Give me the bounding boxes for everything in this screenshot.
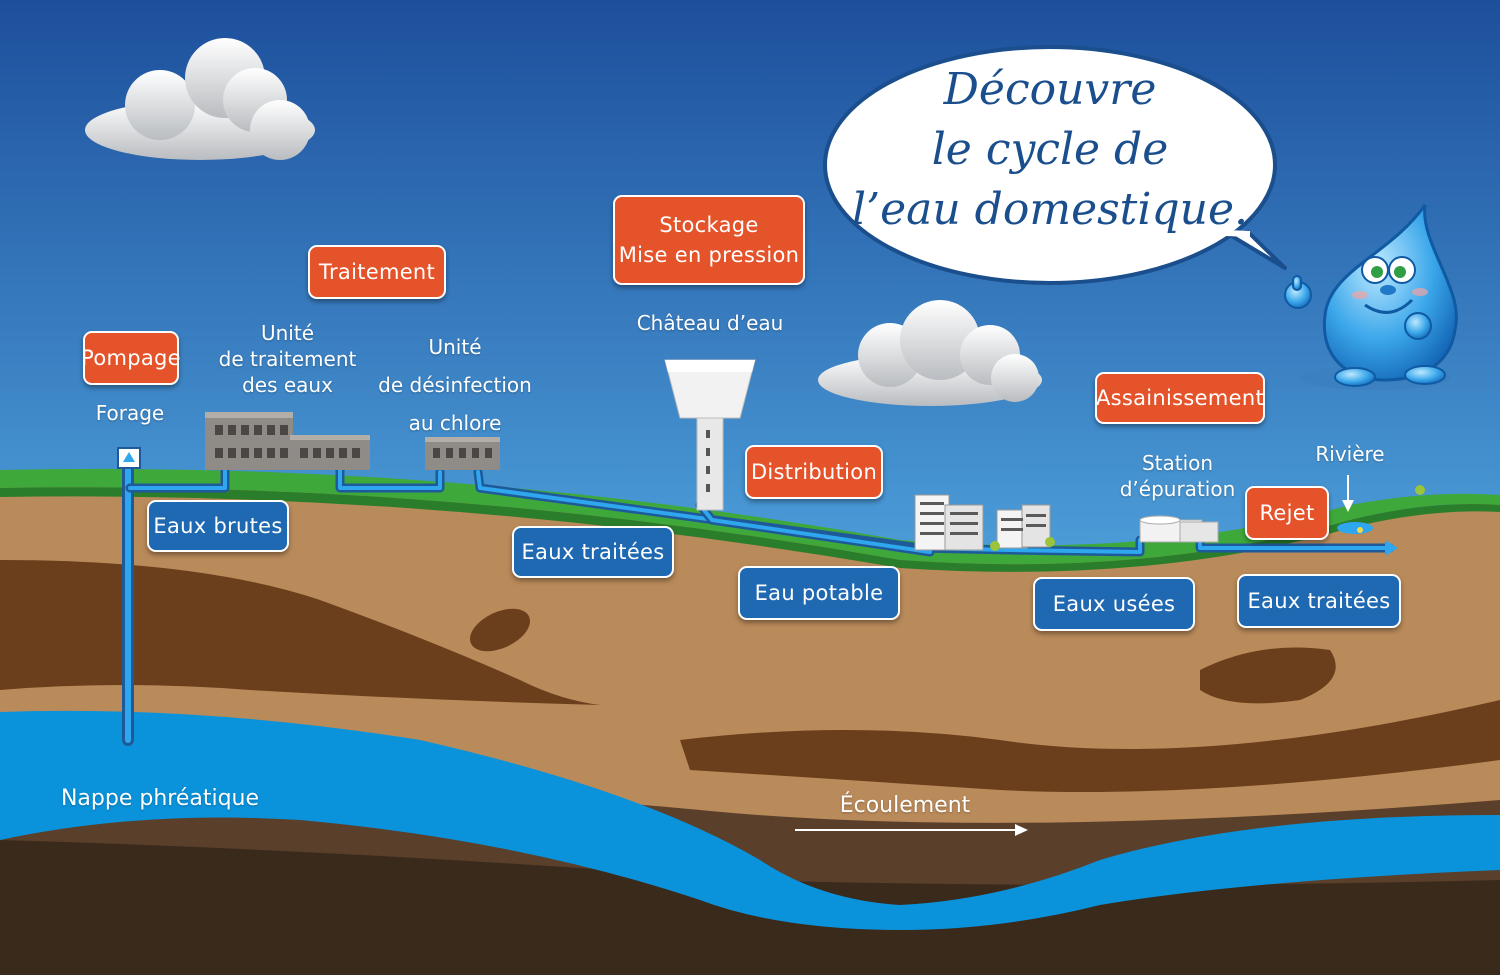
stage-pompage: Pompage	[81, 331, 181, 385]
disinfection-building	[425, 437, 500, 470]
label-riviere: Rivière	[1315, 442, 1385, 466]
bubble-text: Découvre le cycle de l’eau domestique.	[852, 64, 1248, 235]
water-eau-potable: Eau potable	[738, 566, 900, 620]
label-nappe-phreatique: Nappe phréatique	[60, 786, 260, 811]
water-drop-mascot	[1284, 204, 1458, 390]
label-unite-desinfection: Unité de désinfection au chlore	[378, 335, 532, 435]
flow-arrow	[795, 824, 1028, 836]
label-chateau-eau: Château d’eau	[636, 311, 784, 335]
water-eaux-brutes: Eaux brutes	[147, 500, 289, 552]
grass	[0, 468, 1500, 565]
stage-distribution: Distribution	[745, 445, 883, 499]
water-eaux-usees: Eaux usées	[1033, 577, 1195, 631]
pipe-network	[122, 459, 1395, 746]
stage-stockage: Stockage Mise en pression	[613, 195, 805, 285]
cloud-middle	[818, 300, 1042, 406]
water-eaux-traitees-1: Eaux traitées	[512, 526, 674, 578]
dark-soil-band	[0, 560, 600, 705]
groundwater	[0, 710, 1500, 930]
stage-traitement: Traitement	[308, 245, 446, 299]
stage-rejet: Rejet	[1245, 486, 1329, 540]
cloud-left	[85, 38, 315, 160]
dark-soil-band-2	[680, 700, 1500, 792]
wastewater-plant	[1139, 515, 1219, 543]
water-tower	[664, 359, 756, 511]
rock-lens	[470, 608, 530, 652]
city-buildings	[914, 485, 1425, 551]
water-eaux-traitees-2: Eaux traitées	[1237, 574, 1401, 628]
label-station-epuration: Station d’épuration	[1119, 451, 1236, 501]
label-unite-traitement: Unité de traitement des eaux	[218, 321, 357, 397]
stage-assainissement: Assainissement	[1095, 372, 1265, 424]
treatment-building	[205, 412, 370, 470]
outlet-arrow	[1385, 540, 1398, 556]
well-head	[117, 447, 141, 469]
rock-lens-2	[1200, 647, 1336, 704]
label-forage: Forage	[95, 401, 165, 425]
river-marker	[1337, 475, 1373, 534]
speech-bubble	[823, 45, 1287, 285]
label-ecoulement: Écoulement	[839, 793, 971, 818]
